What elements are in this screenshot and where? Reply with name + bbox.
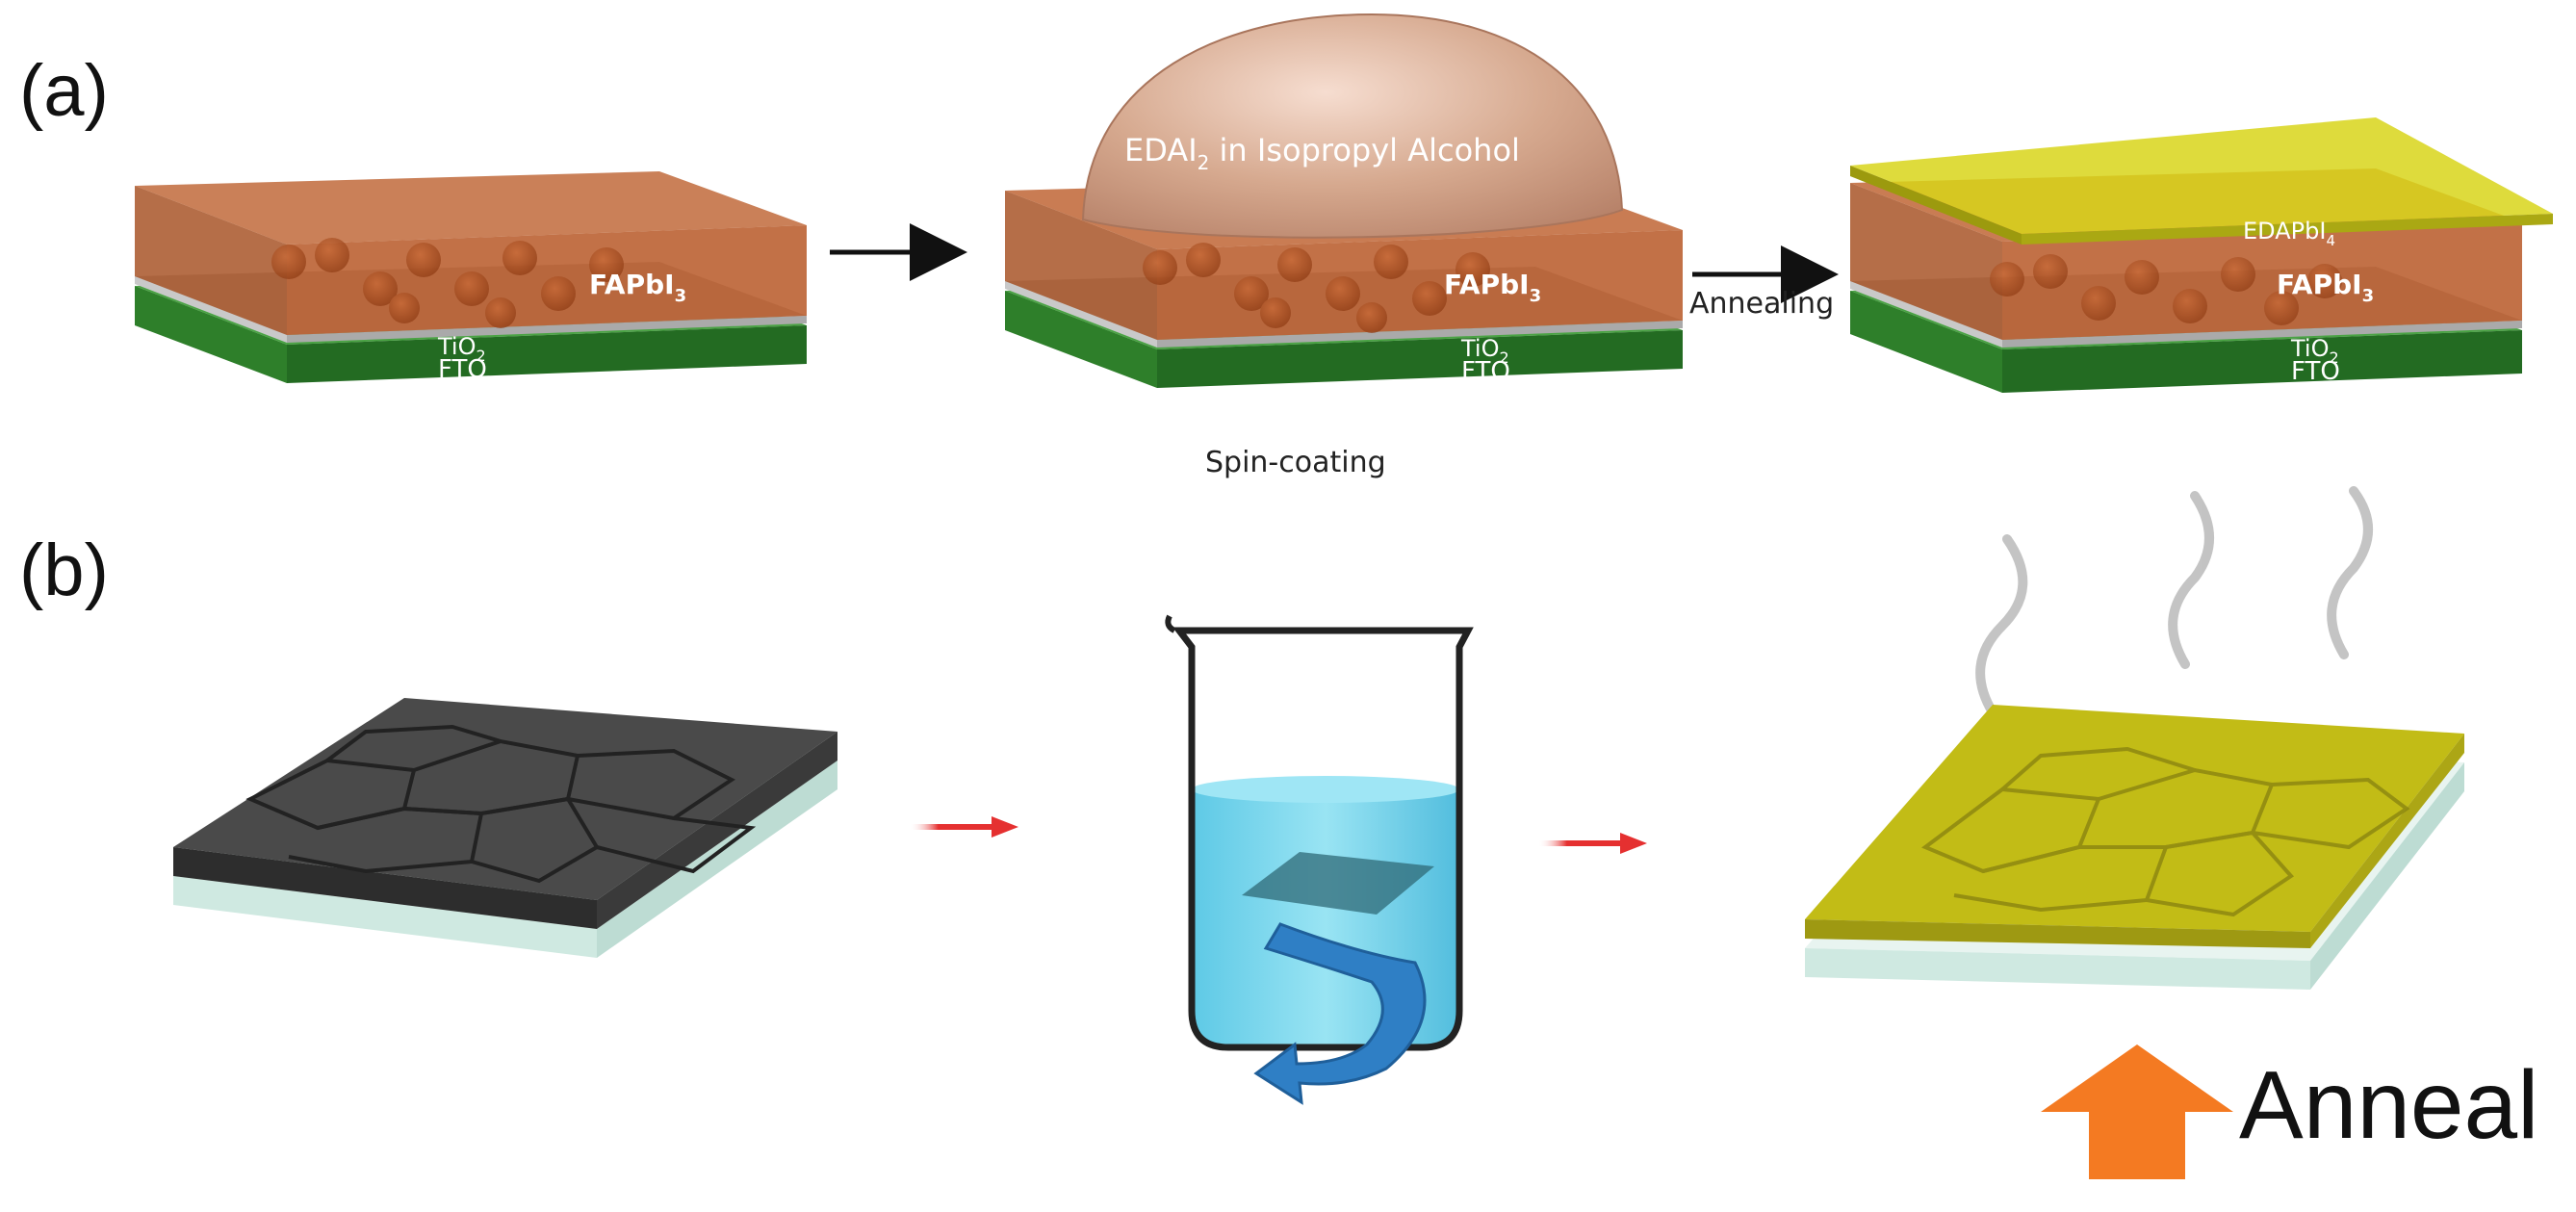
stack-3-edapbi4-right [2022, 214, 2553, 245]
glass-2-front [1805, 948, 2310, 990]
stack-2-tio2-right [1157, 321, 1683, 348]
stack-3-perovskite-front [1850, 183, 2002, 340]
yellow-film-top [1805, 705, 2464, 932]
stack-3-edapbi4-label: EDAPbI4 [2243, 218, 2335, 249]
yellow-film-substrate [1805, 705, 2464, 990]
caption-annealing: Annealing [1689, 287, 1834, 321]
caption-spin-coating: Spin-coating [1205, 446, 1386, 479]
stack-1-grains [271, 238, 624, 328]
stack-1-fapbi3-label: FAPbI3 [589, 269, 686, 306]
black-film-top [173, 698, 837, 900]
stack-3-perovskite-right [2002, 222, 2522, 340]
red-arrow-1 [910, 816, 1018, 838]
droplet-label: EDAI2 in Isopropyl Alcohol [1124, 132, 1520, 174]
black-film-grain-boundaries [245, 724, 757, 884]
stack-2-fto-label: FTO [1461, 357, 1510, 386]
stack-2-perovskite-front [1005, 191, 1157, 340]
stack-2-fto-front [1005, 291, 1157, 388]
stack-3: EDAPbI4 FAPbI3 TiO2 FTO [1850, 117, 2553, 393]
black-film-substrate [173, 698, 837, 958]
stack-1-perovskite-front [135, 186, 287, 335]
stack-1-fto-right [287, 325, 807, 383]
stack-1-fto-front [135, 286, 287, 383]
glass-1-front [173, 876, 597, 958]
panel-a-label: (a) [19, 50, 109, 132]
immersed-film [1242, 852, 1434, 915]
anneal-label: Anneal [2239, 1051, 2538, 1159]
beaker-glass [1172, 627, 1474, 1051]
stack-1-tio2-right [287, 316, 807, 343]
yellow-film-right [2310, 734, 2464, 948]
panel-b-label: (b) [19, 529, 109, 611]
rotate-arrow [1253, 922, 1427, 1105]
yellow-film-front [1805, 919, 2310, 948]
edai2-droplet [1081, 13, 1624, 239]
stack-2-tio2-label: TiO2 [1460, 335, 1509, 367]
glass-2-right [2310, 762, 2464, 990]
stack-1-perovskite-right [287, 225, 807, 335]
stack-1-tio2-label: TiO2 [437, 333, 486, 365]
stack-3-edapbi4-top [1850, 117, 2553, 234]
stack-2: EDAI2 in Isopropyl Alcohol FAPbI3 TiO2 F… [1005, 13, 1683, 388]
stack-1: FAPbI3 TiO2 FTO [135, 171, 807, 384]
stack-3-fto-front [1850, 291, 2002, 393]
stack-2-grains [1143, 243, 1490, 333]
black-film-front [173, 847, 597, 929]
stack-2-fto-right [1157, 330, 1683, 388]
stack-3-tio2-right [2002, 321, 2522, 348]
red-arrow-2 [1538, 833, 1647, 854]
yellow-film-grain-boundaries [1921, 746, 2410, 917]
beaker [1165, 614, 1474, 1105]
stack-2-fapbi3-label: FAPbI3 [1444, 269, 1541, 306]
stack-3-tio2-label: TiO2 [2290, 335, 2339, 367]
black-film-right [597, 732, 837, 929]
stack-3-edapbi4-front [1850, 166, 2022, 245]
glass-1-right [597, 761, 837, 958]
stack-1-fto-label: FTO [438, 355, 487, 384]
steam [1975, 486, 2373, 717]
stack-1-perovskite-top [135, 171, 807, 245]
stack-3-grains [1990, 254, 2342, 325]
anneal-arrow [2041, 1044, 2233, 1179]
stack-3-fto-right [2002, 330, 2522, 393]
stack-3-fto-label: FTO [2291, 357, 2340, 386]
stack-3-fapbi3-label: FAPbI3 [2277, 269, 2374, 306]
